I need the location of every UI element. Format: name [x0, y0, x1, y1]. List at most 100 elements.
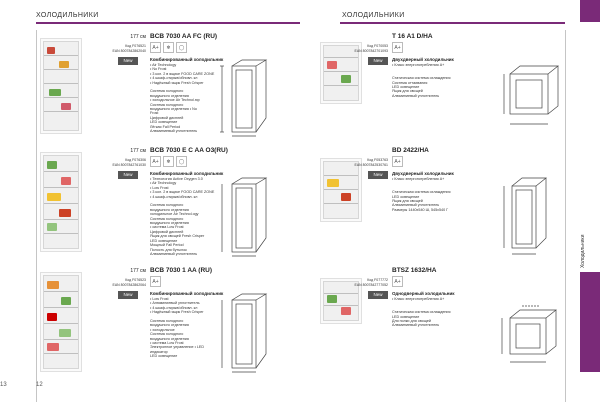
features-heading: Комбинированный холодильник — [150, 57, 224, 62]
feature-item: Мощный Fall Period — [150, 243, 184, 248]
feature-item: Цифровой дисплей — [150, 115, 184, 120]
feature-item: Система холодного — [150, 102, 184, 107]
feature-item: воздушного отделения — [150, 207, 189, 212]
new-badge: New — [368, 171, 388, 179]
feature-item: LED освещение — [150, 120, 178, 125]
feature-item: • 4 шкаф-открыв/обновл. кл — [150, 194, 198, 199]
circle-icon: ◯ — [176, 42, 187, 53]
new-badge: New — [368, 57, 388, 65]
product-model: BCB 7030 AA FC (RU) — [150, 33, 218, 40]
feature-item: индикатор — [150, 349, 168, 354]
feature-item: Ящик для овощей Fresh Crisper — [150, 234, 205, 239]
product-card: 177 см BCB 7030 E C AA O3(RU) Код F07630… — [0, 146, 300, 258]
left-page: ХОЛОДИЛЬНИКИ 12 — [36, 12, 300, 402]
features-list: • Класс энергопотребления A+ Статическая… — [392, 297, 451, 328]
feature-icons: A+ — [392, 156, 403, 167]
product-model: BD 2422/HA — [392, 147, 429, 154]
left-header-title: ХОЛОДИЛЬНИКИ — [36, 12, 99, 19]
feature-item: LED освещение — [150, 354, 178, 359]
feature-item: воздушного отделения — [150, 221, 189, 226]
product-photo — [40, 152, 82, 252]
feature-item: холодильное Air Technol.ogy — [150, 212, 199, 217]
feature-item: воздушного отделения — [150, 93, 189, 98]
product-photo — [320, 158, 362, 222]
features-heading: Однодверный холодильник — [392, 291, 455, 296]
installation-diagram — [221, 293, 268, 373]
right-page: ХОЛОДИЛЬНИКИ — [300, 0, 600, 416]
product-photo — [320, 42, 362, 104]
feature-item: • Low Frost — [150, 185, 169, 190]
feature-icons: A+ — [150, 276, 161, 287]
side-tab-bottom — [580, 272, 600, 372]
energy-icon: A+ — [150, 276, 161, 287]
feature-item: • холодильное Air Technol.юр — [150, 98, 200, 103]
feature-item: Система холодного — [150, 203, 184, 208]
feature-item: Алюминиевый уплотнитель — [392, 203, 440, 208]
feature-item: воздушного отделения — [150, 336, 189, 341]
feature-item: Ящик для овощей — [392, 199, 423, 204]
new-badge: New — [368, 291, 388, 299]
new-badge: New — [118, 171, 138, 179]
feature-item: Система холодного — [150, 332, 184, 337]
feature-item: Ящик для овощей — [392, 89, 423, 94]
features-list: • Технология Active Oxygen 3.0• Air Tech… — [150, 177, 214, 256]
product-model: BCB 7030 E C AA O3(RU) — [150, 147, 228, 154]
features-list: • Класс энергопотребления A+ Статическая… — [392, 177, 451, 212]
feature-item: Электронное управление • LED — [150, 345, 205, 350]
feature-item: • Алюминиевый уплотнитель — [150, 301, 200, 306]
features-heading: Двухдверный холодильник — [392, 57, 454, 62]
feature-item: Цифровой дисплей — [150, 229, 184, 234]
product-height: 177 см — [130, 148, 146, 154]
right-margin-line — [565, 30, 566, 402]
feature-item: Алюминиевый уплотнитель — [392, 93, 440, 98]
right-header: ХОЛОДИЛЬНИКИ — [300, 12, 600, 26]
feature-item: • 4 шкаф-открыв/обновл. кл — [150, 76, 198, 81]
energy-icon: A+ — [150, 42, 161, 53]
feature-item: • Air Technology — [150, 63, 177, 67]
feature-item: • система Low Frost — [150, 225, 184, 230]
feature-item: Frost — [150, 111, 159, 116]
feature-item: • No Frost — [150, 67, 167, 72]
right-header-title: ХОЛОДИЛЬНИКИ — [342, 12, 405, 19]
feature-icons: A+ ❄ ◯ — [150, 156, 187, 167]
installation-diagram — [501, 305, 557, 363]
feature-item: • Класс энергопотребления A+ — [392, 177, 445, 181]
feature-item: Размеры 1440x540 Ш, 545x540 Г — [392, 207, 449, 212]
feature-item: Лёгкая Fall Period — [150, 124, 181, 129]
installation-diagram — [220, 59, 268, 137]
feature-item: Алюминиевый уплотнитель — [150, 129, 198, 134]
feature-item: LED освещение — [392, 85, 420, 90]
snowflake-icon: ❄ — [163, 156, 174, 167]
product-model: BCB 7030 1 AA (RU) — [150, 267, 213, 274]
feature-item: • система Low Frost — [150, 341, 184, 346]
feature-item: Для полки для овощей — [392, 319, 431, 324]
product-model: BTSZ 1632/HA — [392, 267, 437, 274]
installation-diagram — [503, 177, 547, 255]
right-header-rule — [340, 22, 565, 24]
product-photo — [40, 272, 82, 372]
feature-item: Система холодного — [150, 319, 184, 324]
features-list: • Low Frost• Алюминиевый уплотнитель• 4 … — [150, 297, 204, 359]
feature-item: • Надёжный ящик Fresh Crisper — [150, 80, 204, 85]
feature-item: Алюминиевый уплотнитель — [392, 323, 440, 328]
feature-item: Алюминиевый уплотнитель — [150, 251, 198, 256]
features-heading: Комбинированный холодильник — [150, 171, 224, 176]
snowflake-icon: ❄ — [163, 42, 174, 53]
feature-item: • Air Technology — [150, 181, 177, 186]
feature-item: воздушного отделения • No — [150, 107, 197, 112]
feature-item: Статическая система охлаждения — [392, 190, 451, 195]
feature-item: Статическая система охлаждения — [392, 310, 451, 315]
right-page-number: 13 — [0, 382, 7, 388]
feature-icons: A+ ❄ ◯ — [150, 42, 187, 53]
side-tab-top — [580, 0, 600, 22]
features-heading: Комбинированный холодильник — [150, 291, 224, 296]
